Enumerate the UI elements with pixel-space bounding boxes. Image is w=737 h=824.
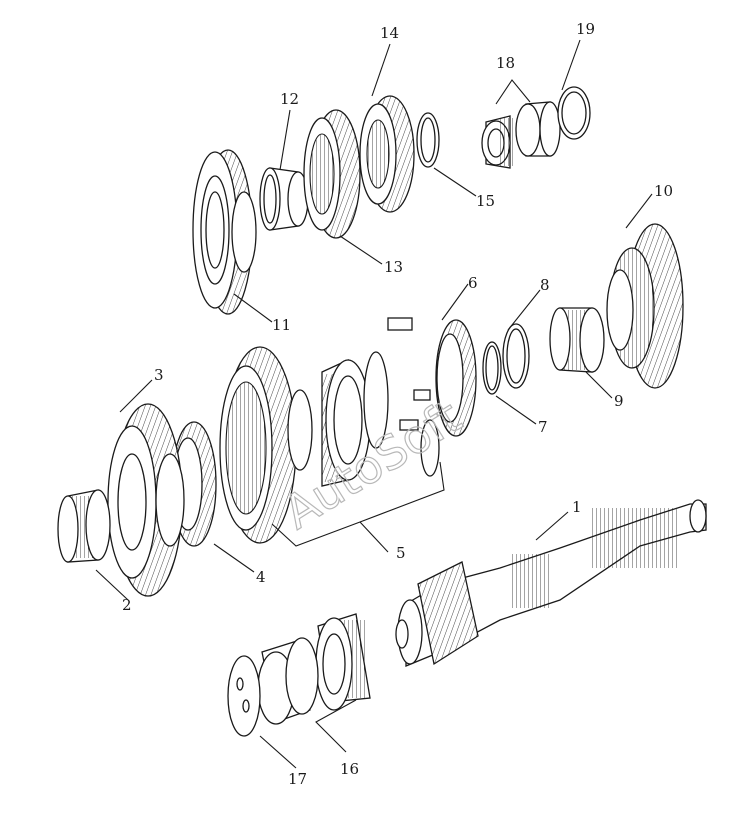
callout-5: 5 (396, 544, 406, 562)
part-6-sync-ring (435, 319, 477, 437)
callout-19: 19 (576, 20, 595, 38)
part-14-gear (359, 95, 415, 213)
callout-14: 14 (380, 24, 399, 42)
part-19-shim (557, 86, 591, 140)
part-9-needle-bearing (549, 307, 605, 373)
callout-2: 2 (122, 596, 132, 614)
callout-4: 4 (256, 568, 266, 586)
part-18-bearing (481, 101, 561, 169)
part-7-snap-ring (482, 341, 502, 395)
part-10-gear (606, 223, 684, 389)
part-12-sleeve (259, 167, 309, 231)
callout-8: 8 (540, 276, 550, 294)
callout-12: 12 (280, 90, 299, 108)
callout-17: 17 (288, 770, 307, 788)
callout-9: 9 (614, 392, 624, 410)
part-3-gear (107, 403, 185, 597)
part-2-needle-bearing (57, 489, 111, 563)
part-15-snap-ring (416, 112, 440, 168)
callout-labels: 1 2 3 4 5 6 7 8 9 10 11 12 13 14 15 16 1… (122, 20, 673, 788)
callout-3: 3 (154, 366, 164, 384)
part-11-gear (192, 149, 257, 315)
part-16-bearing (257, 613, 371, 725)
part-1-main-shaft (395, 499, 707, 667)
callout-11: 11 (272, 316, 291, 334)
part-13-gear (303, 109, 361, 239)
callout-13: 13 (384, 258, 403, 276)
callout-6: 6 (468, 274, 478, 292)
part-8-snap-ring (502, 323, 530, 389)
leader-lines (95, 39, 653, 769)
callout-15: 15 (476, 192, 495, 210)
part-5-sync-assembly (219, 317, 440, 544)
part-17-washer (227, 655, 261, 737)
callout-18: 18 (496, 54, 515, 72)
callout-1: 1 (572, 498, 582, 516)
callout-16: 16 (340, 760, 359, 778)
callout-10: 10 (654, 182, 673, 200)
callout-7: 7 (538, 418, 548, 436)
